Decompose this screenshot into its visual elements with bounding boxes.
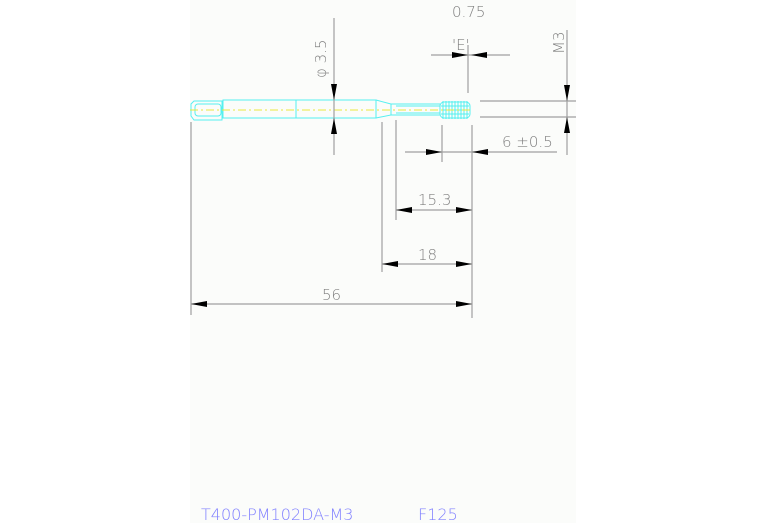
drawing-sheet — [190, 0, 576, 523]
dimension-arrows — [191, 52, 570, 307]
dim-thread-label: 'E' — [452, 36, 470, 54]
dimension-lines — [190, 18, 576, 318]
dim-overall-length: 56 — [322, 286, 341, 304]
dim-thread-length: 6 ±0.5 — [502, 133, 553, 151]
dim-pitch: 0.75 — [452, 3, 485, 21]
dim-diameter: φ 3.5 — [312, 39, 330, 78]
dim-neck-length: 15.3 — [418, 191, 451, 209]
part-number: T400-PM102DA-M3 — [201, 505, 353, 523]
dim-thread-size: M3 — [550, 32, 568, 55]
part-code: F125 — [418, 505, 458, 523]
dim-body-length: 18 — [418, 246, 437, 264]
